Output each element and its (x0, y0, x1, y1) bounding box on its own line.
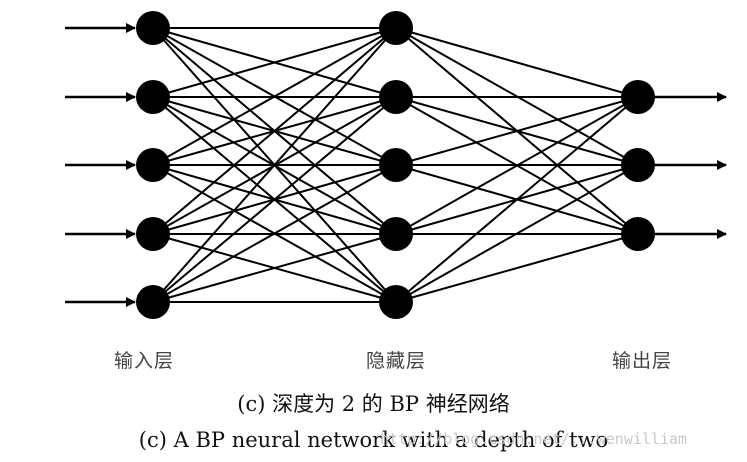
hidden-node-3 (379, 217, 413, 251)
edge-input-4-hidden-2 (152, 164, 397, 303)
output-layer-label: 输出层 (612, 350, 673, 372)
watermark-text: http://blog.csdn.net/...wenwilliam (380, 430, 688, 448)
input-node-2 (136, 148, 170, 182)
edge-hidden-0-output-0 (395, 27, 639, 98)
edge-hidden-2-output-0 (395, 96, 639, 166)
caption-english: (c) A BP neural network with a depth of … (138, 428, 609, 452)
network-nodes (136, 11, 655, 319)
hidden-node-2 (379, 148, 413, 182)
edge-input-3-hidden-0 (152, 27, 397, 235)
hidden-node-4 (379, 285, 413, 319)
output-node-2 (621, 217, 655, 251)
edge-input-1-hidden-0 (152, 27, 397, 98)
edge-hidden-4-output-2 (395, 233, 639, 303)
hidden-layer-label: 隐藏层 (366, 350, 427, 372)
edge-input-4-hidden-0 (152, 27, 397, 303)
edge-hidden-4-output-1 (395, 164, 639, 303)
input-node-0 (136, 11, 170, 45)
edge-hidden-3-output-0 (395, 96, 639, 235)
caption-chinese: (c) 深度为 2 的 BP 神经网络 (237, 392, 510, 416)
connection-edges (152, 27, 639, 303)
output-node-0 (621, 80, 655, 114)
edge-hidden-4-output-0 (395, 96, 639, 303)
hidden-node-0 (379, 11, 413, 45)
input-layer-label: 输入层 (114, 350, 175, 372)
io-arrows (65, 23, 727, 307)
input-node-3 (136, 217, 170, 251)
input-node-4 (136, 285, 170, 319)
input-node-1 (136, 80, 170, 114)
edge-input-4-hidden-1 (152, 96, 397, 303)
hidden-node-1 (379, 80, 413, 114)
output-node-1 (621, 148, 655, 182)
edge-input-2-hidden-0 (152, 27, 397, 166)
edge-input-4-hidden-3 (152, 233, 397, 303)
